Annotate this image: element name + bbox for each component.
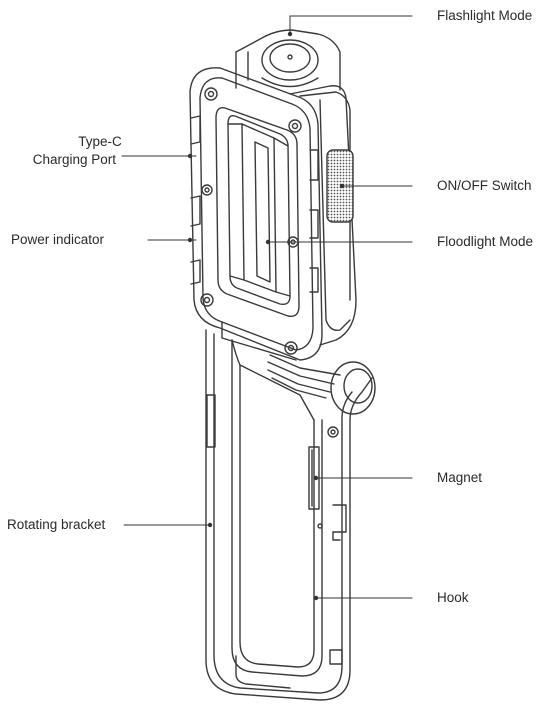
light-head-body <box>189 29 357 361</box>
label-hook: Hook <box>437 590 469 605</box>
label-on-off-switch: ON/OFF Switch <box>437 178 532 193</box>
label-power-indicator: Power indicator <box>11 232 105 247</box>
label-floodlight-mode: Floodlight Mode <box>437 234 534 249</box>
hinge-knob <box>267 354 376 415</box>
label-flashlight-mode: Flashlight Mode <box>437 8 533 23</box>
label-charging-port: Charging Port <box>32 152 116 167</box>
label-rotating-bracket: Rotating bracket <box>7 517 106 532</box>
label-type-c: Type-C <box>78 134 122 149</box>
label-magnet: Magnet <box>437 470 483 485</box>
rotating-bracket-body <box>205 329 373 701</box>
